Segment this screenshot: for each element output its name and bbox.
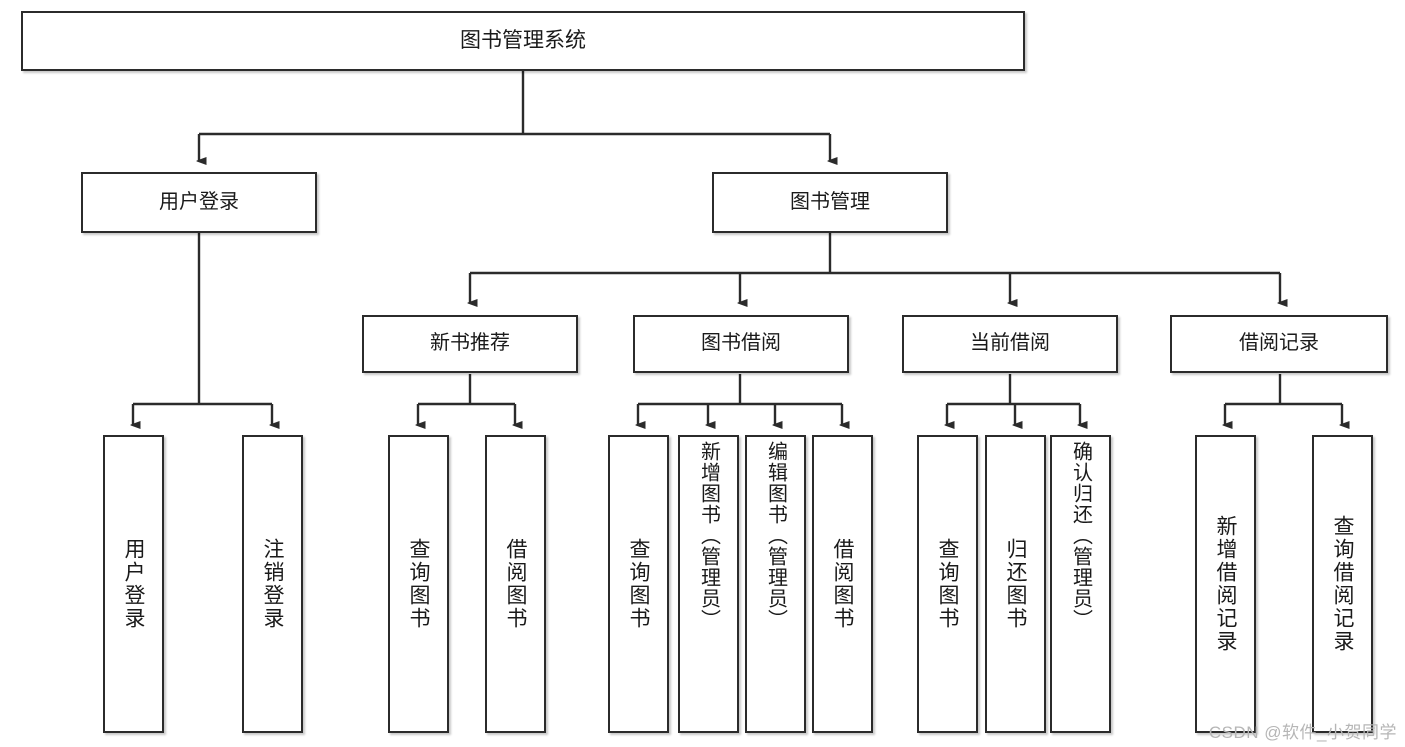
node-borrow-record-label: 借阅记录 bbox=[1239, 332, 1319, 355]
leaf-query-book-2[interactable]: 查询图书 bbox=[608, 435, 669, 733]
leaf-user-logout-label: 注销登录 bbox=[261, 538, 284, 630]
leaf-borrow-book-1[interactable]: 借阅图书 bbox=[485, 435, 546, 733]
leaf-return-book-label: 归还图书 bbox=[1004, 538, 1027, 630]
leaf-user-logout[interactable]: 注销登录 bbox=[242, 435, 303, 733]
node-new-book-rec[interactable]: 新书推荐 bbox=[362, 315, 578, 373]
leaf-user-login-label: 用户登录 bbox=[122, 538, 145, 630]
leaf-edit-book[interactable]: 编辑图书（管理员） bbox=[745, 435, 806, 733]
node-new-book-rec-label: 新书推荐 bbox=[430, 332, 510, 355]
node-current-borrow-label: 当前借阅 bbox=[970, 332, 1050, 355]
leaf-query-book-3[interactable]: 查询图书 bbox=[917, 435, 978, 733]
csdn-watermark: CSDN @软件_小贺同学 bbox=[1208, 723, 1397, 742]
leaf-query-book-3-label: 查询图书 bbox=[936, 538, 959, 630]
leaf-add-book-label: 新增图书（管理员） bbox=[697, 441, 720, 630]
node-user-login-label: 用户登录 bbox=[159, 190, 239, 213]
leaf-borrow-book-2[interactable]: 借阅图书 bbox=[812, 435, 873, 733]
node-book-manage[interactable]: 图书管理 bbox=[712, 172, 948, 233]
node-current-borrow[interactable]: 当前借阅 bbox=[902, 315, 1118, 373]
leaf-query-book-1-label: 查询图书 bbox=[407, 538, 430, 630]
node-book-borrow-label: 图书借阅 bbox=[701, 332, 781, 355]
leaf-return-book[interactable]: 归还图书 bbox=[985, 435, 1046, 733]
node-user-login[interactable]: 用户登录 bbox=[81, 172, 317, 233]
leaf-edit-book-label: 编辑图书（管理员） bbox=[764, 441, 787, 630]
node-borrow-record[interactable]: 借阅记录 bbox=[1170, 315, 1388, 373]
leaf-query-record[interactable]: 查询借阅记录 bbox=[1312, 435, 1373, 733]
leaf-borrow-book-1-label: 借阅图书 bbox=[504, 538, 527, 630]
leaf-add-record-label: 新增借阅记录 bbox=[1214, 515, 1237, 653]
leaf-query-book-2-label: 查询图书 bbox=[627, 538, 650, 630]
leaf-confirm-return[interactable]: 确认归还（管理员） bbox=[1050, 435, 1111, 733]
leaf-query-record-label: 查询借阅记录 bbox=[1331, 515, 1354, 653]
leaf-borrow-book-2-label: 借阅图书 bbox=[831, 538, 854, 630]
node-book-borrow[interactable]: 图书借阅 bbox=[633, 315, 849, 373]
leaf-query-book-1[interactable]: 查询图书 bbox=[388, 435, 449, 733]
leaf-add-book[interactable]: 新增图书（管理员） bbox=[678, 435, 739, 733]
leaf-add-record[interactable]: 新增借阅记录 bbox=[1195, 435, 1256, 733]
leaf-confirm-return-label: 确认归还（管理员） bbox=[1069, 441, 1092, 630]
node-root-label: 图书管理系统 bbox=[460, 28, 586, 52]
node-book-manage-label: 图书管理 bbox=[790, 190, 870, 213]
leaf-user-login[interactable]: 用户登录 bbox=[103, 435, 164, 733]
node-root[interactable]: 图书管理系统 bbox=[21, 11, 1025, 71]
